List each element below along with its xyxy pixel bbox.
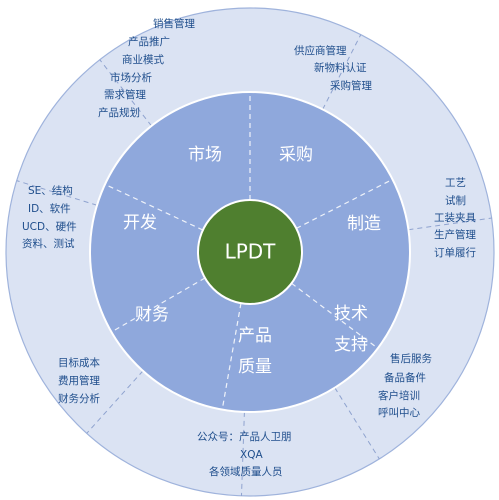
outer-divider-line [16, 180, 98, 206]
outer-item: 售后服务 [390, 352, 432, 365]
outer-item: 市场分析 [110, 71, 152, 84]
outer-item: 产品规划 [98, 106, 140, 119]
segment-finance: 财务 [135, 305, 169, 325]
outer-item: 呼叫中心 [378, 406, 420, 419]
outer-item: 客户培训 [378, 389, 420, 402]
center-label: LPDT [225, 240, 277, 264]
inner-divider-line [221, 303, 242, 410]
outer-divider-line [240, 411, 245, 496]
segment-label-market: 市场 [188, 145, 222, 165]
outer-item: 新物料认证 [314, 61, 367, 74]
outer-item: 各领域质量人员 [209, 465, 283, 478]
segment-development: 开发 [123, 213, 157, 233]
outer-item: 公众号：产品人卫朋 [197, 430, 292, 443]
outer-items-purchasing: 供应商管理 新物料认证 采购管理 [294, 44, 372, 92]
outer-item: 工装夹具 [434, 211, 476, 224]
inner-divider-line [296, 178, 393, 229]
segment-label-quality-line1: 产品 [238, 326, 272, 346]
segment-label-development: 开发 [123, 213, 157, 233]
outer-items-quality: 公众号：产品人卫朋 XQA 各领域质量人员 [197, 430, 292, 478]
segment-label-quality-line2: 质量 [238, 357, 272, 377]
outer-item: 采购管理 [330, 79, 372, 92]
outer-divider-line [334, 387, 380, 460]
outer-items-tech-support: 售后服务 备品备件 客户培训 呼叫中心 [378, 352, 432, 419]
outer-item: 工艺 [445, 177, 466, 189]
outer-divider-line [99, 59, 152, 127]
outer-item: 销售管理 [153, 17, 195, 30]
outer-divider-line [86, 370, 144, 434]
segment-label-purchasing: 采购 [279, 145, 313, 165]
center-circle [197, 199, 303, 305]
segment-purchasing: 采购 [279, 145, 313, 165]
outer-item: 备品备件 [384, 371, 426, 384]
outer-item: 产品推广 [128, 35, 170, 48]
inner-divider-line [291, 282, 379, 349]
outer-item: 费用管理 [58, 374, 100, 387]
outer-item: SE、结构 [28, 184, 73, 197]
outer-item: ID、软件 [28, 202, 71, 215]
outer-item: UCD、硬件 [22, 221, 77, 233]
segment-manufacturing: 制造 [347, 214, 381, 234]
outer-item: 生产管理 [434, 228, 476, 241]
inner-dividers [104, 92, 393, 410]
outer-item: XQA [240, 449, 263, 461]
outer-item: 供应商管理 [294, 44, 347, 57]
outer-items-finance: 目标成本 费用管理 财务分析 [58, 356, 100, 405]
segment-tech-support: 技术 支持 [334, 304, 368, 355]
segment-quality: 产品 质量 [238, 326, 272, 377]
segment-label-tech-support-line1: 技术 [334, 304, 368, 324]
outer-item: 商业模式 [122, 53, 164, 66]
outer-item: 资料、测试 [22, 237, 75, 250]
segment-market: 市场 [188, 145, 222, 165]
segment-label-finance: 财务 [135, 305, 169, 325]
outer-item: 目标成本 [58, 356, 100, 369]
segment-label-tech-support-line2: 支持 [334, 335, 368, 355]
segment-label-manufacturing: 制造 [347, 214, 381, 234]
outer-items-manufacturing: 工艺 试制 工装夹具 生产管理 订单履行 [434, 177, 476, 259]
outer-items-development: SE、结构 ID、软件 UCD、硬件 资料、测试 [22, 184, 77, 250]
outer-divider-line [322, 34, 362, 110]
outer-items-market: 销售管理 产品推广 商业模式 市场分析 需求管理 产品规划 [98, 17, 195, 119]
inner-divider-line [111, 277, 206, 333]
outer-item: 需求管理 [104, 88, 146, 101]
outer-divider-line [408, 217, 492, 231]
outer-item: 试制 [445, 194, 466, 207]
outer-item: 财务分析 [58, 392, 100, 405]
outer-dividers [16, 34, 492, 496]
inner-divider-line [104, 183, 204, 231]
outer-item: 订单履行 [434, 246, 476, 259]
